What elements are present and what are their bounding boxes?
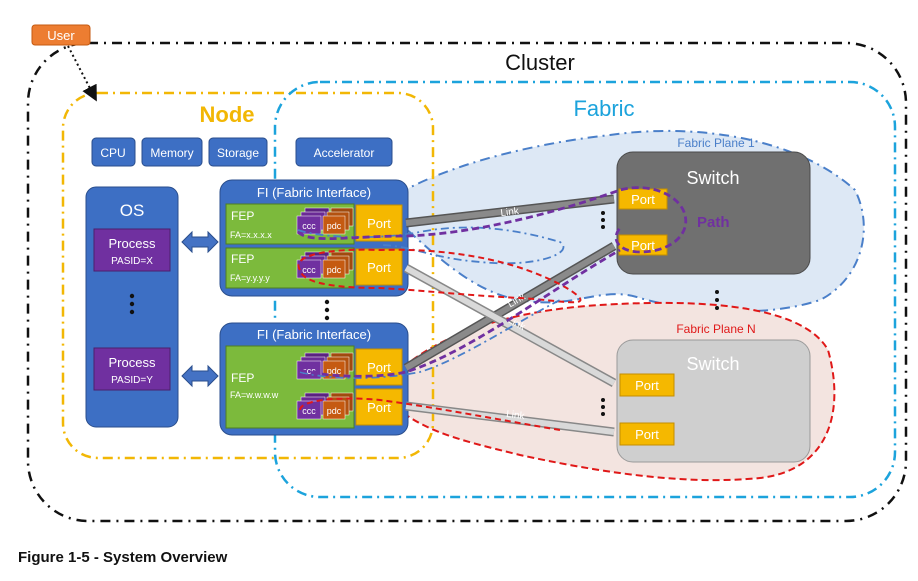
fep-x-fa: FA=x.x.x.x (230, 230, 272, 240)
fi-bottom-title: FI (Fabric Interface) (257, 327, 371, 342)
process-y-label: Process (109, 355, 156, 370)
ccc-pdc-stack-2: ccc pdc (296, 251, 354, 279)
fep-w-fa: FA=w.w.w.w (230, 390, 279, 400)
fabric-boundary (273, 80, 897, 499)
switch-1-port-ellipsis (601, 211, 605, 229)
link-label-1: Link (500, 206, 521, 219)
port-fi2-b-label: Port (367, 400, 391, 415)
port-swn-b-label: Port (635, 427, 659, 442)
cluster-label: Cluster (505, 50, 575, 75)
ccc-label-1: ccc (302, 221, 316, 231)
plane-1-route-bottom (299, 299, 561, 379)
ccc-pdc-stack-1: ccc pdc (296, 207, 354, 235)
switch-ellipsis (715, 290, 719, 310)
pdc-label-2: pdc (327, 265, 342, 275)
pdc-label-1: pdc (327, 221, 342, 231)
port-fi1-b-label: Port (367, 260, 391, 275)
ccc-pdc-stack-3: ccc pdc (296, 352, 354, 380)
process-y-pasid: PASID=Y (111, 375, 153, 386)
os-fi-bottom-arrow (181, 364, 219, 388)
ccc-label-3: ccc (302, 366, 316, 376)
pdc-label-3: pdc (327, 366, 342, 376)
ccc-label-2: ccc (302, 265, 316, 275)
fi-ellipsis (324, 299, 330, 321)
node-component-storage[interactable]: Storage (208, 137, 268, 167)
fabric-plane-n-label: Fabric Plane N (676, 322, 755, 336)
node-component-cpu[interactable]: CPU (91, 137, 136, 167)
storage-label: Storage (217, 146, 259, 160)
path-label: Path (697, 214, 730, 231)
port-sw1-b-label: Port (631, 238, 655, 253)
process-x-label: Process (109, 236, 156, 251)
process-y[interactable]: Process PASID=Y (93, 347, 171, 391)
accelerator-label: Accelerator (314, 146, 375, 160)
node-component-accelerator[interactable]: Accelerator (295, 137, 393, 167)
process-x-pasid: PASID=X (111, 256, 153, 267)
fabric-plane-1-label: Fabric Plane 1 (677, 136, 755, 150)
port-fi1-b[interactable] (355, 248, 403, 286)
node-label: Node (200, 102, 255, 127)
ccc-label-4: ccc (302, 406, 316, 416)
port-swn-a-label: Port (635, 378, 659, 393)
user-box[interactable] (31, 24, 91, 46)
cpu-label: CPU (100, 146, 125, 160)
port-fi2-a[interactable] (355, 348, 403, 386)
switch-1-label: Switch (686, 168, 739, 188)
cluster-boundary (26, 41, 908, 523)
fi-top-title: FI (Fabric Interface) (257, 185, 371, 200)
fep-y-label: FEP (231, 252, 254, 266)
port-fi2-b[interactable] (355, 388, 403, 426)
fep-x-label: FEP (231, 209, 254, 223)
port-sw1-a-label: Port (631, 192, 655, 207)
link-label-4: Link (506, 409, 527, 422)
os-box[interactable] (85, 186, 179, 428)
path-route-lower (299, 248, 621, 378)
os-ellipsis (129, 293, 135, 315)
process-x[interactable]: Process PASID=X (93, 228, 171, 272)
figure-caption: Figure 1-5 - System Overview (18, 549, 228, 566)
switch-n-port-ellipsis (601, 398, 605, 416)
switch-n-label: Switch (686, 354, 739, 374)
user-arrow (67, 45, 97, 102)
user-label: User (47, 28, 75, 43)
ccc-pdc-stack-4: ccc pdc (296, 392, 354, 420)
fep-y-fa: FA=y.y.y.y (230, 273, 270, 283)
port-swn-a[interactable] (619, 373, 675, 397)
os-fi-top-arrow (181, 230, 219, 254)
port-swn-b[interactable] (619, 422, 675, 446)
fep-w-label: FEP (231, 371, 254, 385)
pdc-label-4: pdc (327, 406, 342, 416)
port-fi1-a-label: Port (367, 216, 391, 231)
port-fi2-a-label: Port (367, 360, 391, 375)
fabric-label: Fabric (573, 96, 634, 121)
path-route (297, 186, 688, 254)
node-component-memory[interactable]: Memory (141, 137, 203, 167)
plane-n-route-top (297, 248, 582, 304)
link-fi2b-swnb: Link (405, 401, 615, 437)
memory-label: Memory (150, 146, 193, 160)
os-label: OS (120, 201, 145, 220)
